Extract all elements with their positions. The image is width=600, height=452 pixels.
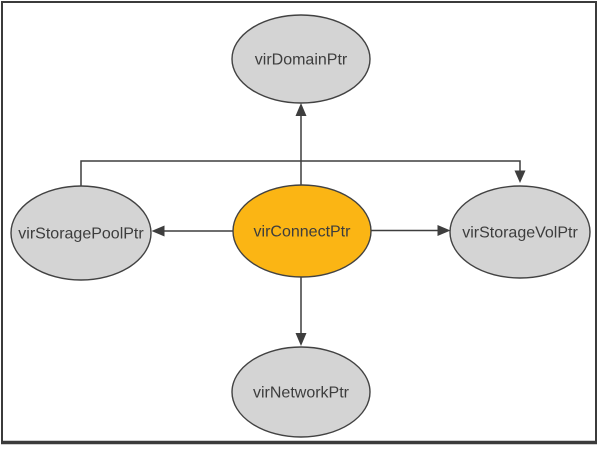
arrowhead-right-icon <box>437 225 451 236</box>
node-ellipse <box>231 346 371 438</box>
arrow-connect-to-storage-pool <box>151 225 233 237</box>
node-label: virStorageVolPtr <box>462 225 578 242</box>
node-label: virStoragePoolPtr <box>18 226 144 243</box>
node-ellipse-highlighted <box>232 184 372 278</box>
arrow-storage-pool-to-storage-vol <box>80 160 526 186</box>
node-ellipse <box>10 185 152 281</box>
arrowhead-down-icon <box>514 170 526 183</box>
node-label: virConnectPtr <box>254 224 352 241</box>
node-label: virDomainPtr <box>255 52 348 69</box>
node-virnetworkptr: virNetworkPtr <box>231 346 371 438</box>
node-virconnectptr: virConnectPtr <box>232 184 372 278</box>
arrowhead-down-icon <box>295 333 307 346</box>
arrowhead-left-icon <box>151 225 165 237</box>
arrowhead-up-icon <box>295 103 307 116</box>
node-virdomainptr: virDomainPtr <box>231 14 371 104</box>
node-ellipse <box>449 185 591 279</box>
arrow-shaft <box>80 160 521 186</box>
node-virstoragevolptr: virStorageVolPtr <box>449 185 591 279</box>
arrow-connect-to-network <box>295 277 307 346</box>
arrow-connect-to-storage-vol <box>371 225 451 236</box>
node-label: virNetworkPtr <box>253 385 350 402</box>
node-ellipse <box>231 14 371 104</box>
node-virstoragepoolptr: virStoragePoolPtr <box>10 185 152 281</box>
arrow-connect-to-domain <box>295 103 307 185</box>
